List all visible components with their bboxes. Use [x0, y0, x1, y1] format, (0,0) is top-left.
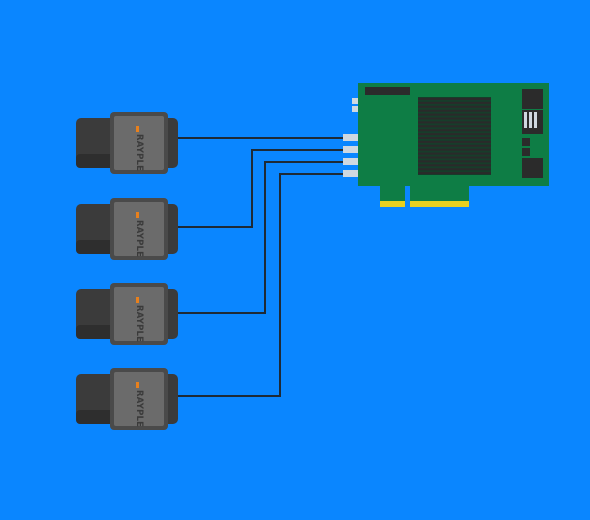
- cables: [175, 137, 345, 397]
- port-4: [343, 170, 358, 177]
- camera-icon: RAYPLE: [76, 198, 178, 260]
- heatsink-fin: [418, 113, 491, 116]
- frame-grabber-card-icon: [343, 83, 549, 207]
- heatsink-fin: [418, 109, 491, 112]
- cable-2: [175, 149, 345, 228]
- camera-icon: RAYPLE: [76, 283, 178, 345]
- port-1: [343, 134, 358, 141]
- heatsink-fin: [418, 101, 491, 104]
- heatsink-fin: [418, 156, 491, 159]
- heatsink-fin: [418, 144, 491, 147]
- heatsink-fin: [418, 148, 491, 151]
- port-3: [343, 158, 358, 165]
- heatsink: [418, 97, 491, 175]
- gold-fingers-right: [410, 186, 469, 201]
- cameras: RAYPLE RAYPLE RAYPLE RAYPLE: [76, 112, 178, 430]
- heatsink-fin: [418, 152, 491, 155]
- heatsink-fin: [418, 98, 491, 100]
- heatsink-fin: [418, 121, 491, 124]
- cable-4: [175, 173, 345, 397]
- heatsink-fin: [418, 117, 491, 120]
- heatsink-fin: [418, 172, 491, 175]
- heatsink-fin: [418, 129, 491, 132]
- camera-icon: RAYPLE: [76, 368, 178, 430]
- heatsink-fin: [418, 140, 491, 143]
- camera-icon: RAYPLE: [76, 112, 178, 174]
- heatsink-fin: [418, 164, 491, 167]
- camera-brand-label: RAYPLE: [134, 134, 144, 171]
- heatsink-fin: [418, 137, 491, 139]
- heatsink-fin: [418, 168, 491, 171]
- camera-brand-label: RAYPLE: [134, 305, 144, 342]
- port-2: [343, 146, 358, 153]
- heatsink-fin: [418, 133, 491, 136]
- camera-brand-label: RAYPLE: [134, 220, 144, 257]
- heatsink-fin: [418, 160, 491, 163]
- heatsink-fin: [418, 125, 491, 128]
- cable-3: [175, 161, 345, 314]
- heatsink-fin: [418, 105, 491, 108]
- camera-brand-label: RAYPLE: [134, 390, 144, 427]
